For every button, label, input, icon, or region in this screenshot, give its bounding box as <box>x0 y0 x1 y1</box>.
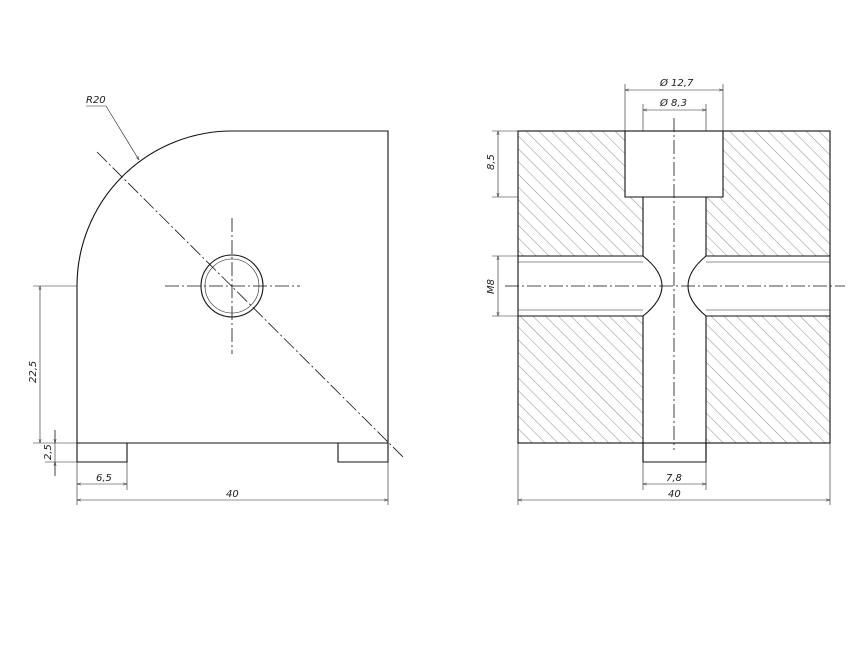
section-width-label: 40 <box>668 489 681 500</box>
counterbore-depth-label: 8,5 <box>486 154 497 170</box>
front-width-label: 40 <box>226 489 239 500</box>
height-label: 22,5 <box>28 361 39 383</box>
thread-label: M8 <box>486 279 497 294</box>
hole-dia-label: Ø 8,3 <box>659 97 687 109</box>
diagonal-axis <box>96 151 404 458</box>
section-view: Ø 12,7 Ø 8,3 8,5 M8 7,8 40 <box>486 77 845 505</box>
radius-label: R20 <box>86 95 106 106</box>
right-foot <box>337 443 389 463</box>
left-foot <box>76 443 128 463</box>
bottom-slot <box>642 443 707 463</box>
counterbore-dia-label: Ø 12,7 <box>659 77 694 89</box>
hatch-regions <box>518 131 830 443</box>
foot-height-label: 2,5 <box>43 444 54 460</box>
front-view: R20 22,5 2,5 6,5 40 <box>28 95 404 505</box>
slot-width-label: 7,8 <box>666 473 682 484</box>
radius-leader-arrow <box>105 105 139 160</box>
foot-width-label: 6,5 <box>96 473 112 484</box>
front-outline <box>76 130 389 444</box>
